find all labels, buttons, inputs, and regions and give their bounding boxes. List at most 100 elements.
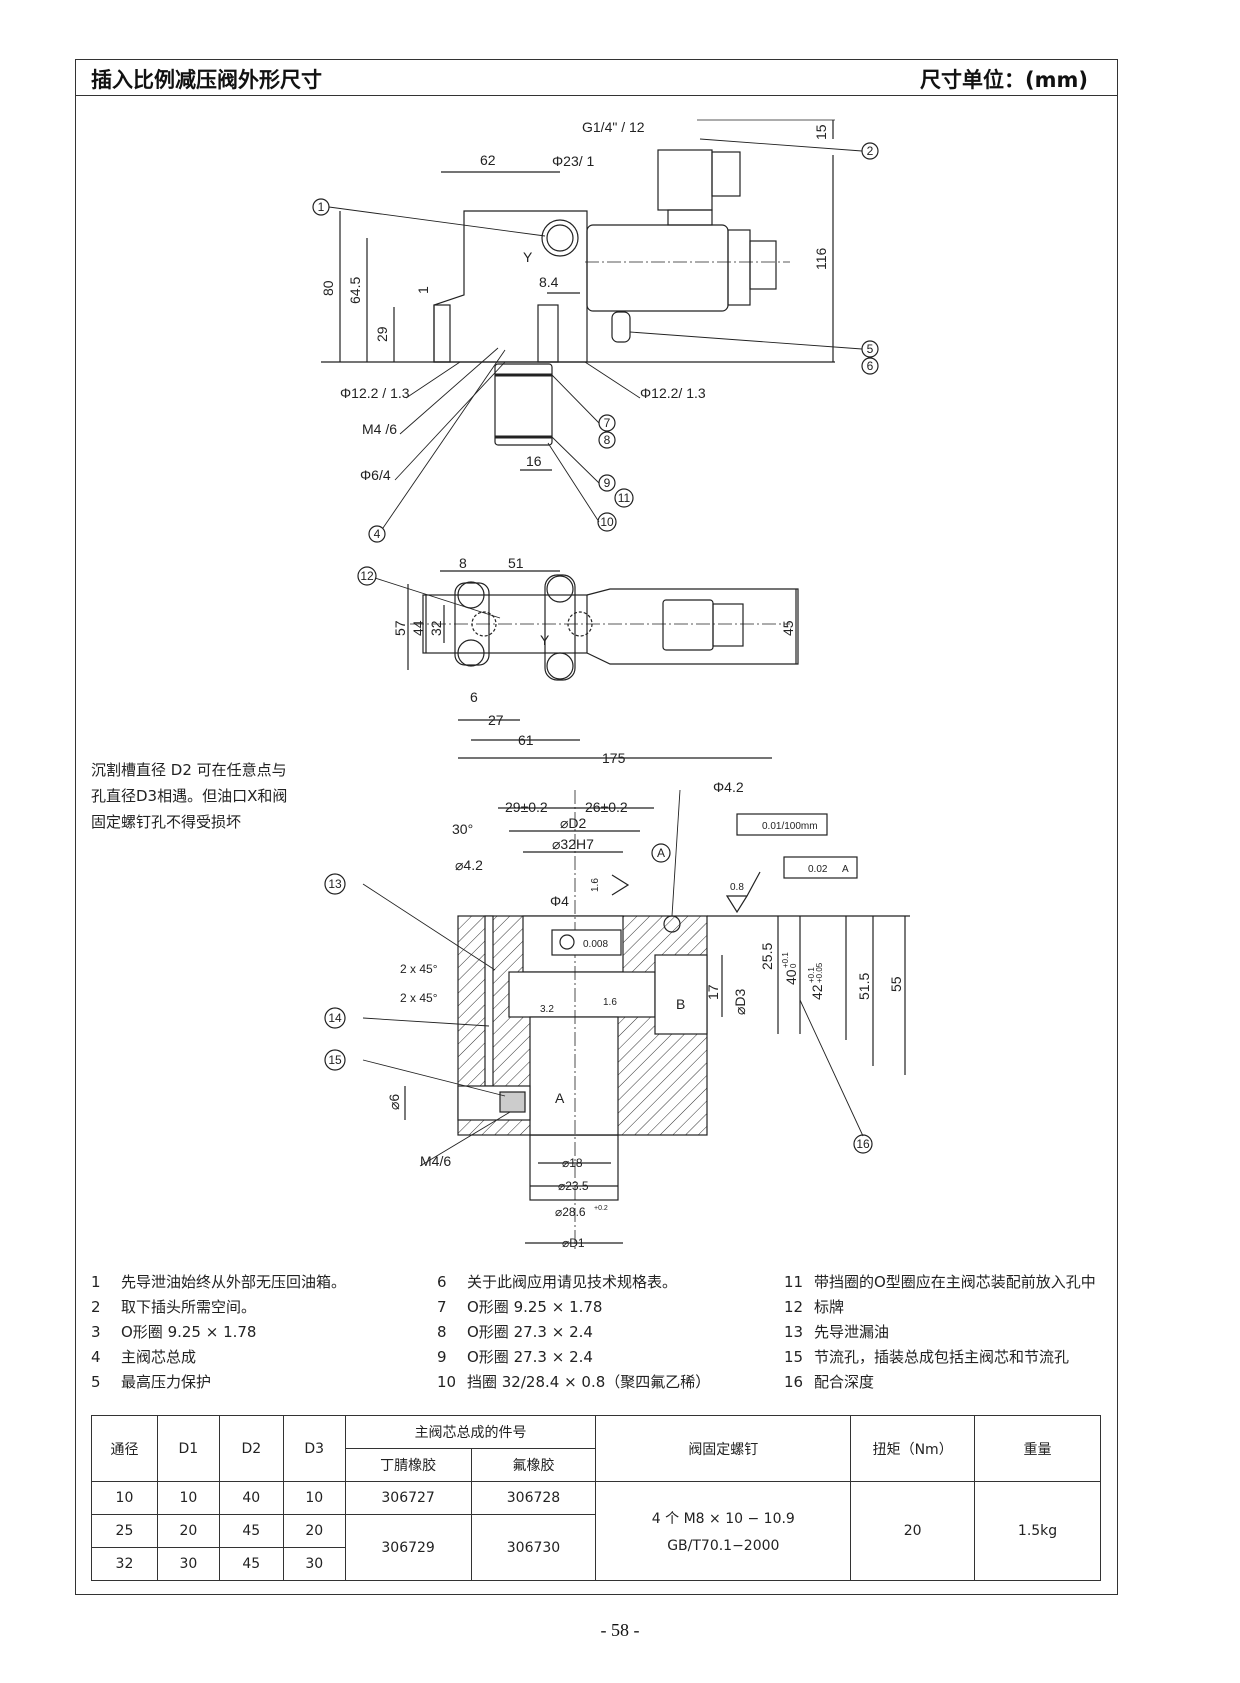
callout-1: 1 bbox=[312, 198, 330, 216]
note-number: 16 bbox=[784, 1373, 804, 1391]
center-port-boss bbox=[537, 304, 559, 363]
plan-view bbox=[374, 570, 799, 759]
dim-62: 62 bbox=[480, 152, 496, 168]
y-port-circle bbox=[541, 219, 579, 257]
leader-phi4-2 bbox=[671, 789, 681, 917]
dim-61: 61 bbox=[518, 732, 534, 748]
note-number: 12 bbox=[784, 1298, 804, 1316]
callout-number: 15 bbox=[328, 1053, 342, 1067]
callout-16: 16 bbox=[853, 1134, 873, 1154]
note-item: 16 配合深度 bbox=[784, 1370, 1096, 1395]
note-text: 取下插头所需空间。 bbox=[121, 1298, 257, 1316]
surface-finish-symbol bbox=[611, 874, 630, 896]
dim-m4-6: M4 /6 bbox=[362, 421, 397, 437]
dim-116: 116 bbox=[813, 247, 829, 270]
dim-40-upper-tol: +0.1 bbox=[781, 952, 790, 968]
page-title: 插入比例减压阀外形尺寸 bbox=[91, 68, 322, 92]
cell-d2: 45 bbox=[218, 1547, 284, 1581]
port-a-extension bbox=[529, 1134, 619, 1201]
note-text: O形圈 9.25 × 1.78 bbox=[121, 1323, 257, 1341]
leader-m4-6 bbox=[419, 1111, 511, 1167]
note-text: 先导泄漏油 bbox=[814, 1323, 890, 1341]
roughness-1-6-bore: 1.6 bbox=[590, 878, 601, 892]
callout-number: 6 bbox=[867, 359, 874, 373]
dim-d3: ⌀D3 bbox=[732, 988, 748, 1015]
table-row: 32 30 45 30 bbox=[91, 1547, 1101, 1581]
perpendicularity-value: 0.02 bbox=[808, 864, 828, 875]
dim-25-5: 25.5 bbox=[759, 943, 775, 970]
dim-51-5: 51.5 bbox=[856, 973, 872, 1000]
note-text: 节流孔，插装总成包括主阀芯和节流孔 bbox=[814, 1348, 1070, 1366]
cell-screws: 4 个 M8 × 10 − 10.9 GB/T70.1−2000 bbox=[595, 1481, 852, 1581]
orifice-plug bbox=[499, 1091, 526, 1113]
cell-size: 25 bbox=[91, 1514, 158, 1548]
note-text: 配合深度 bbox=[814, 1373, 875, 1391]
callout-12: 12 bbox=[357, 566, 377, 586]
title-bar: 插入比例减压阀外形尺寸 尺寸单位：(mm) bbox=[75, 59, 1118, 96]
callout-number: 14 bbox=[328, 1011, 342, 1025]
leader-16 bbox=[799, 999, 864, 1137]
dim-phi4-2-left: ⌀4.2 bbox=[455, 857, 483, 873]
dim-29: 29 bbox=[374, 326, 390, 342]
front-view-callouts: 1 2 5 6 7 8 9 11 10 4 bbox=[312, 142, 879, 543]
header-part-number: 主阀芯总成的件号 bbox=[344, 1415, 597, 1449]
leader-15 bbox=[362, 1059, 506, 1097]
datum-reference: A bbox=[842, 864, 849, 875]
dim-d2: ⌀D2 bbox=[560, 815, 587, 831]
section-callouts: 13 14 15 16 A bbox=[324, 843, 873, 1154]
dim-15: 15 bbox=[813, 124, 829, 140]
dim-55: 55 bbox=[888, 976, 904, 992]
callout-number: A bbox=[657, 846, 665, 860]
cartridge-insert bbox=[494, 363, 553, 446]
dim-27: 27 bbox=[488, 712, 504, 728]
y-port-inner bbox=[546, 224, 574, 252]
dim-phi6-4: Φ6/4 bbox=[360, 467, 391, 483]
note-text: O形圈 9.25 × 1.78 bbox=[467, 1298, 603, 1316]
port-y-label: Y bbox=[523, 249, 533, 265]
cell-nbr-part: 306729 bbox=[344, 1514, 472, 1581]
note-line: 固定螺钉孔不得受损坏 bbox=[91, 813, 242, 831]
leader-13 bbox=[362, 883, 496, 971]
dim-42-upper-tol: +0.1 bbox=[807, 967, 816, 983]
callout-number: 1 bbox=[318, 200, 325, 214]
dim-80: 80 bbox=[320, 280, 336, 296]
callout-number: 9 bbox=[604, 476, 611, 490]
spec-table: 通径 D1 D2 D3 主阀芯总成的件号 阀固定螺钉 扭矩（Nm） 重量 丁腈橡… bbox=[91, 1415, 1101, 1581]
dim-17: 17 bbox=[705, 984, 721, 1000]
port-b-label: B bbox=[676, 996, 685, 1012]
dim-8-4: 8.4 bbox=[539, 274, 559, 290]
note-item: 13 先导泄漏油 bbox=[784, 1320, 1096, 1345]
callout-number: 5 bbox=[867, 342, 874, 356]
cell-weight: 1.5kg bbox=[974, 1481, 1101, 1581]
connector-plug bbox=[657, 149, 713, 211]
cell-nbr-part: 306727 bbox=[344, 1481, 472, 1515]
callout-number: 16 bbox=[856, 1137, 870, 1151]
dim-m4-6-section: M4/6 bbox=[420, 1153, 451, 1169]
front-view-leaders bbox=[328, 138, 863, 529]
table-row: 25 20 45 20 306729 306730 bbox=[91, 1514, 1101, 1581]
dim-6: 6 bbox=[470, 689, 478, 705]
dim-port-y-diameter: Φ23/ 1 bbox=[552, 153, 595, 169]
note-text: O形圈 27.3 × 2.4 bbox=[467, 1348, 593, 1366]
roughness-3-2: 3.2 bbox=[540, 1004, 554, 1015]
port-a-bore bbox=[529, 1016, 619, 1136]
solenoid-coil bbox=[586, 224, 729, 312]
cell-d1: 10 bbox=[156, 1481, 220, 1515]
header-d2: D2 bbox=[218, 1415, 284, 1482]
callout-number: 8 bbox=[604, 433, 611, 447]
note-number: 13 bbox=[784, 1323, 804, 1341]
callout-number: 11 bbox=[618, 491, 631, 505]
note-text: 关于此阀应用请见技术规格表。 bbox=[467, 1273, 678, 1291]
chamfer-lower: 2 x 45° bbox=[400, 991, 438, 1005]
flatness-value: 0.01/100mm bbox=[762, 821, 818, 832]
mounting-hole bbox=[457, 581, 485, 609]
dim-40-lower-tol: 0 bbox=[789, 963, 798, 968]
note-number: 2 bbox=[91, 1298, 101, 1316]
screw-standard: GB/T70.1−2000 bbox=[667, 1538, 780, 1554]
note-number: 1 bbox=[91, 1273, 101, 1291]
